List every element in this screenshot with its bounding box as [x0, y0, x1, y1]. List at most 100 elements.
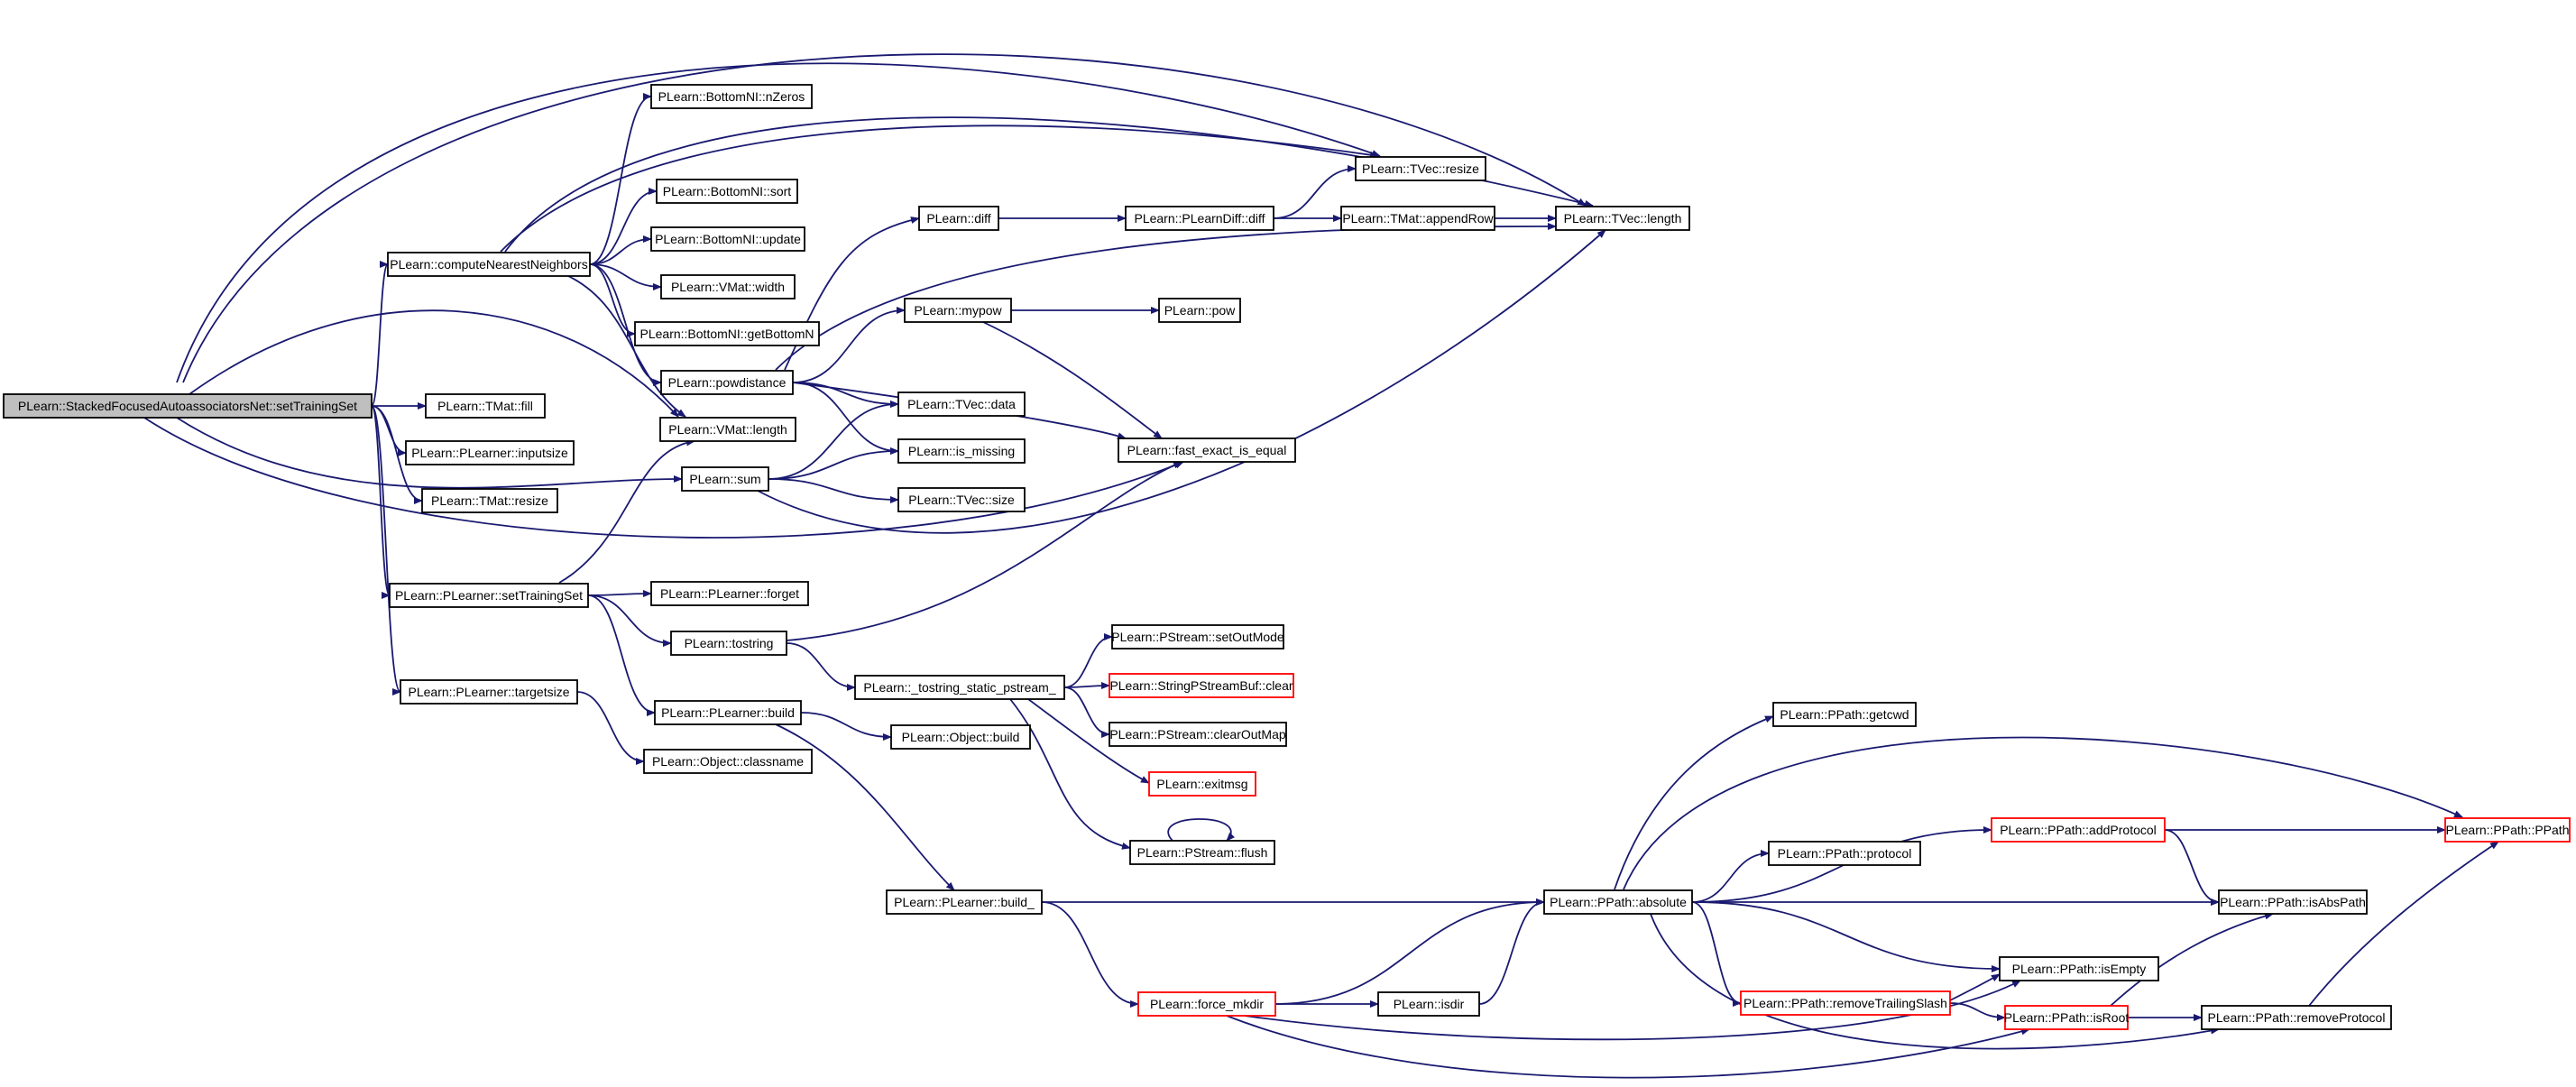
node-box — [659, 417, 796, 442]
node-label: PLearn::pow — [1164, 303, 1236, 318]
node-label: PLearn::fast_exact_is_equal — [1127, 443, 1287, 457]
edge-root-to-fastExact — [143, 417, 1184, 539]
node-nZeros[interactable]: PLearn::BottomNI::nZeros — [650, 84, 813, 109]
edge-layer — [143, 53, 2499, 1079]
edge-removeProtocol-to-ppath — [2308, 841, 2499, 1007]
node-box — [1991, 817, 2166, 843]
node-isEmpty[interactable]: PLearn::PPath::isEmpty — [1999, 956, 2159, 981]
node-addProtocol[interactable]: PLearn::PPath::addProtocol — [1991, 817, 2166, 843]
node-mypow[interactable]: PLearn::mypow — [904, 298, 1012, 323]
node-appendRow[interactable]: PLearn::TMat::appendRow — [1340, 206, 1495, 231]
node-box — [650, 226, 805, 252]
node-box — [643, 749, 813, 774]
node-powdistance[interactable]: PLearn::powdistance — [660, 370, 794, 395]
node-label: PLearn::BottomNI::update — [655, 232, 801, 246]
node-spsbClear[interactable]: PLearn::StringPStreamBuf::clear — [1109, 673, 1294, 698]
node-label: PLearn::VMat::length — [668, 422, 787, 437]
node-box — [425, 393, 546, 419]
node-label: PLearn::StackedFocusedAutoassociatorsNet… — [18, 399, 357, 413]
node-computeNN[interactable]: PLearn::computeNearestNeighbors — [387, 252, 591, 277]
node-isAbsPath[interactable]: PLearn::PPath::isAbsPath — [2218, 889, 2368, 915]
edge-powdistance-to-tvecData — [792, 382, 899, 408]
node-getcwd[interactable]: PLearn::PPath::getcwd — [1772, 702, 1917, 727]
edge-absolute-to-removeTrailing — [1691, 901, 1742, 1007]
node-targetsize[interactable]: PLearn::PLearner::targetsize — [400, 679, 578, 705]
node-root[interactable]: PLearn::StackedFocusedAutoassociatorsNet… — [3, 393, 373, 419]
node-ppath[interactable]: PLearn::PPath::PPath — [2444, 817, 2571, 843]
node-tmatResize[interactable]: PLearn::TMat::resize — [421, 488, 558, 513]
node-pow[interactable]: PLearn::pow — [1158, 298, 1241, 323]
node-label: PLearn::PLearnDiff::diff — [1134, 211, 1265, 226]
node-box — [1109, 722, 1287, 747]
node-tvecSize[interactable]: PLearn::TVec::size — [897, 487, 1026, 512]
node-box — [1377, 991, 1480, 1017]
edge-root-to-computeNN — [371, 261, 389, 407]
node-label: PLearn::TMat::fill — [437, 399, 533, 413]
node-removeProtocol[interactable]: PLearn::PPath::removeProtocol — [2201, 1005, 2392, 1030]
node-vmatLength[interactable]: PLearn::VMat::length — [659, 417, 796, 442]
node-box — [650, 581, 809, 606]
node-box — [897, 438, 1026, 464]
edge-powdistance-to-mypow — [792, 307, 906, 383]
edge-absolute-to-removeProtocol — [1650, 913, 2220, 1050]
node-isMissing[interactable]: PLearn::is_missing — [897, 438, 1026, 464]
node-isdir[interactable]: PLearn::isdir — [1377, 991, 1480, 1017]
node-box — [854, 675, 1065, 700]
edge-removeTrailing-to-isRoot — [1949, 1002, 2006, 1021]
node-getBottomN[interactable]: PLearn::BottomNI::getBottomN — [634, 321, 820, 346]
node-label: PLearn::PPath::isEmpty — [2012, 962, 2147, 976]
edge-computeNN-to-vmatLength — [567, 275, 686, 418]
node-box — [2004, 1005, 2129, 1030]
node-absolute[interactable]: PLearn::PPath::absolute — [1543, 889, 1693, 915]
node-box — [660, 370, 794, 395]
edge-removeTrailing-to-isEmpty — [1947, 973, 2001, 1002]
node-fastExact[interactable]: PLearn::fast_exact_is_equal — [1118, 438, 1296, 463]
node-box — [387, 252, 591, 277]
node-box — [389, 583, 589, 608]
node-plDiffDiff[interactable]: PLearn::PLearnDiff::diff — [1125, 206, 1274, 231]
edge-sum-to-tvecLength — [757, 229, 1606, 534]
node-label: PLearn::PStream::flush — [1137, 845, 1268, 860]
node-box — [2444, 817, 2571, 843]
node-inputsize[interactable]: PLearn::PLearner::inputsize — [405, 440, 575, 465]
node-label: PLearn::TVec::data — [907, 397, 1016, 411]
edge-tostringStatic-to-flush — [1009, 698, 1131, 850]
node-tvecLength[interactable]: PLearn::TVec::length — [1555, 206, 1690, 231]
node-forget[interactable]: PLearn::PLearner::forget — [650, 581, 809, 606]
node-plSetTS[interactable]: PLearn::PLearner::setTrainingSet — [389, 583, 589, 608]
node-classname[interactable]: PLearn::Object::classname — [643, 749, 813, 774]
node-box — [670, 631, 787, 656]
node-tostringStatic[interactable]: PLearn::_tostring_static_pstream_ — [854, 675, 1065, 700]
node-setOutMode[interactable]: PLearn::PStream::setOutMode — [1111, 624, 1284, 649]
node-exitmsg[interactable]: PLearn::exitmsg — [1148, 771, 1256, 797]
edge-sum-to-tvecData — [768, 401, 899, 480]
node-bniUpdate[interactable]: PLearn::BottomNI::update — [650, 226, 805, 252]
node-clearOutMap[interactable]: PLearn::PStream::clearOutMap — [1109, 722, 1287, 747]
node-tostring[interactable]: PLearn::tostring — [670, 631, 787, 656]
node-vmatWidth[interactable]: PLearn::VMat::width — [660, 274, 796, 299]
node-label: PLearn::Object::classname — [652, 754, 804, 769]
node-forceMkdir[interactable]: PLearn::force_mkdir — [1137, 991, 1276, 1017]
node-isRoot[interactable]: PLearn::PPath::isRoot — [2004, 1005, 2130, 1030]
node-plBuild_[interactable]: PLearn::PLearner::build_ — [886, 889, 1043, 915]
node-bniSort[interactable]: PLearn::BottomNI::sort — [656, 179, 798, 204]
node-box — [1137, 991, 1276, 1017]
node-diff[interactable]: PLearn::diff — [918, 206, 999, 231]
node-removeTrailing[interactable]: PLearn::PPath::removeTrailingSlash — [1740, 990, 1951, 1016]
edge-computeNN-to-vmatWidth — [589, 263, 662, 290]
node-box — [1125, 206, 1274, 231]
node-tmatFill[interactable]: PLearn::TMat::fill — [425, 393, 546, 419]
node-tvecResize[interactable]: PLearn::TVec::resize — [1355, 156, 1486, 181]
node-sum[interactable]: PLearn::sum — [681, 466, 769, 492]
edge-tostring-to-fastExact — [786, 461, 1182, 641]
node-plBuild[interactable]: PLearn::PLearner::build — [654, 700, 802, 725]
node-label: PLearn::BottomNI::nZeros — [658, 89, 805, 104]
edge-targetsize-to-classname — [576, 691, 645, 765]
node-objBuild[interactable]: PLearn::Object::build — [890, 724, 1031, 750]
node-tvecData[interactable]: PLearn::TVec::data — [897, 392, 1026, 417]
node-protocol[interactable]: PLearn::PPath::protocol — [1768, 841, 1921, 866]
node-flush[interactable]: PLearn::PStream::flush — [1129, 840, 1275, 865]
edge-root-to-sum — [176, 417, 683, 489]
edge-isRoot-to-isAbsPath — [2110, 912, 2274, 1007]
